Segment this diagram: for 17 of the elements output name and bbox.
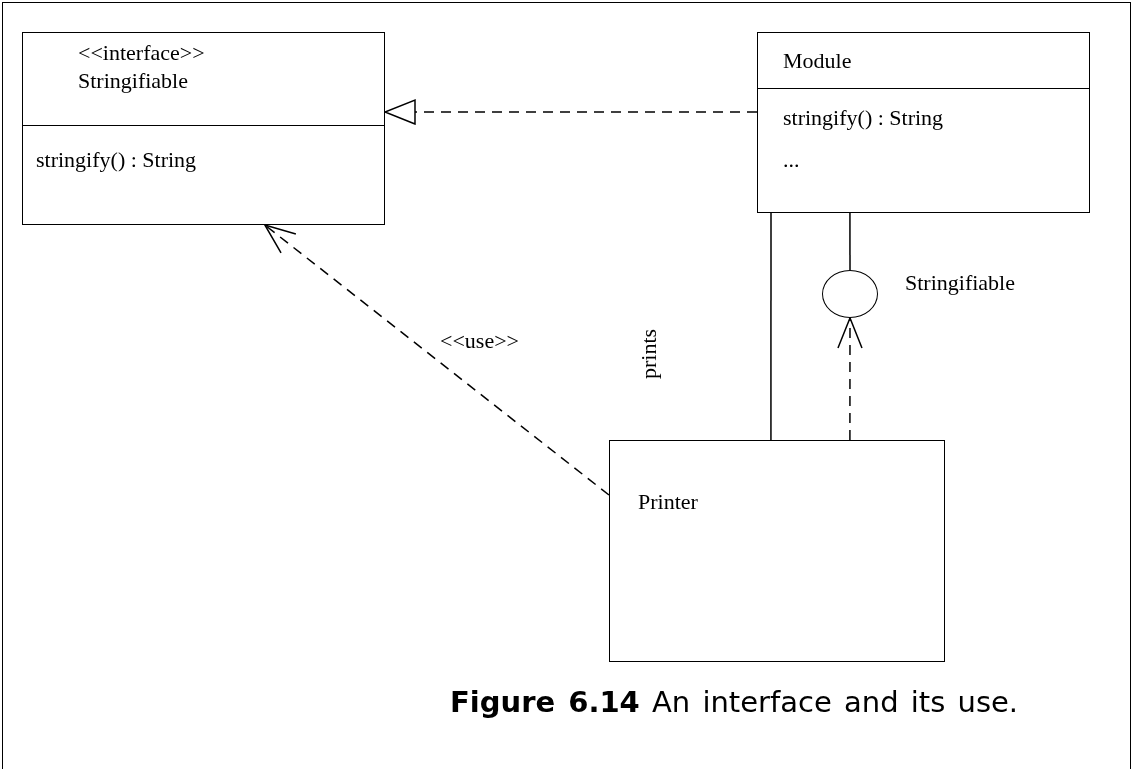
- operation: stringify() : String: [783, 104, 945, 132]
- figure-caption: Figure 6.14 An interface and its use.: [450, 685, 1019, 719]
- class-name: <<interface>> Stringifiable: [78, 39, 205, 95]
- class-box: [609, 440, 945, 662]
- class-name: Printer: [638, 488, 698, 516]
- interface-label: Stringifiable: [905, 270, 1015, 296]
- interface-box: [22, 32, 385, 225]
- arrow: [384, 99, 758, 125]
- class-name: Module: [783, 46, 852, 75]
- connector-line: [849, 212, 851, 271]
- arrow: [837, 317, 863, 441]
- connector-line: [770, 212, 772, 441]
- interface-lollipop: [822, 270, 878, 318]
- class-box: [757, 32, 1090, 213]
- operation: stringify() : String: [36, 146, 198, 174]
- operation: ...: [783, 146, 801, 174]
- arrow: [264, 224, 610, 496]
